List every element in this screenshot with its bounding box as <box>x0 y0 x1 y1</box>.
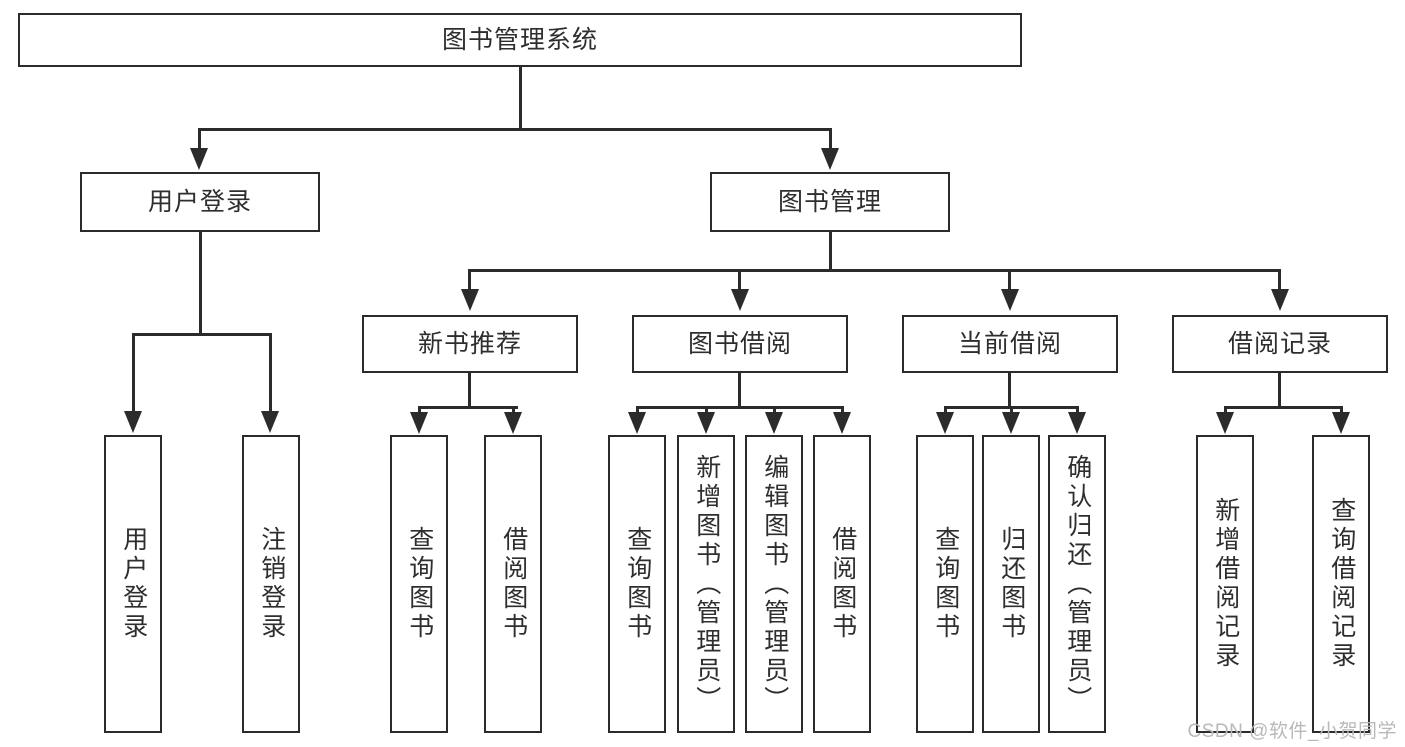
edge-current-borrow-to-leaf-1 <box>1010 406 1013 414</box>
arrow-root-to-book-manage <box>821 148 839 170</box>
arrow-borrow-record-to-leaf-0 <box>1216 412 1234 434</box>
edge-book-manage-to-child-2 <box>1008 269 1011 291</box>
leaf-user-login-1[interactable]: 注销登录 <box>242 435 300 733</box>
edge-new-book-trunk <box>468 373 471 408</box>
node-label: 新书推荐 <box>417 330 522 358</box>
arrow-user-login-to-leaf-1 <box>261 411 279 433</box>
edge-user-login-trunk <box>199 232 202 336</box>
leaf-new-book-recommend-0[interactable]: 查询图书 <box>390 435 448 733</box>
edge-borrow-record-to-leaf-1 <box>1340 406 1343 414</box>
edge-root-bar <box>198 128 832 131</box>
edge-new-book-to-leaf-0 <box>418 406 421 414</box>
node-new-book-recommend[interactable]: 新书推荐 <box>362 315 578 373</box>
edge-book-manage-to-child-3 <box>1278 269 1281 291</box>
edge-book-borrow-trunk <box>738 373 741 408</box>
node-label: 借阅记录 <box>1227 330 1332 358</box>
leaf-book-borrow-1[interactable]: 新增图书（管理员） <box>677 435 735 733</box>
arrow-new-book-to-leaf-0 <box>410 412 428 434</box>
edge-user-login-to-leaf-1 <box>269 333 272 413</box>
node-book-borrow[interactable]: 图书借阅 <box>632 315 848 373</box>
edge-root-to-user-login <box>198 128 201 150</box>
node-label: 用户登录 <box>119 526 148 642</box>
edge-borrow-record-to-leaf-0 <box>1224 406 1227 414</box>
arrow-current-borrow-to-leaf-2 <box>1068 412 1086 434</box>
arrow-book-manage-to-child-0 <box>461 289 479 311</box>
arrow-book-borrow-to-leaf-1 <box>697 412 715 434</box>
arrow-new-book-to-leaf-1 <box>504 412 522 434</box>
node-label: 用户登录 <box>147 188 252 216</box>
edge-book-borrow-to-leaf-1 <box>705 406 708 414</box>
leaf-borrow-record-0[interactable]: 新增借阅记录 <box>1196 435 1254 733</box>
arrow-book-borrow-to-leaf-3 <box>833 412 851 434</box>
edge-borrow-record-trunk <box>1278 373 1281 408</box>
edge-new-book-bar <box>418 406 518 409</box>
node-label: 确认归还（管理员） <box>1063 453 1092 715</box>
edge-book-manage-bar <box>468 269 1280 272</box>
node-label: 查询图书 <box>405 526 434 642</box>
arrow-book-borrow-to-leaf-0 <box>628 412 646 434</box>
csdn-watermark: CSDN @软件_小贺同学 <box>1187 721 1397 742</box>
leaf-new-book-recommend-1[interactable]: 借阅图书 <box>484 435 542 733</box>
edge-new-book-to-leaf-1 <box>512 406 515 414</box>
node-label: 图书借阅 <box>687 330 792 358</box>
edge-user-login-bar <box>133 333 271 336</box>
edge-book-borrow-to-leaf-2 <box>773 406 776 414</box>
node-label: 借阅图书 <box>828 526 857 642</box>
edge-current-borrow-to-leaf-2 <box>1076 406 1079 414</box>
arrow-book-manage-to-child-1 <box>731 289 749 311</box>
node-label: 编辑图书（管理员） <box>760 453 789 715</box>
edge-root-trunk <box>519 67 522 130</box>
node-current-borrow[interactable]: 当前借阅 <box>902 315 1118 373</box>
leaf-book-borrow-3[interactable]: 借阅图书 <box>813 435 871 733</box>
arrow-root-to-user-login <box>190 148 208 170</box>
leaf-current-borrow-0[interactable]: 查询图书 <box>916 435 974 733</box>
leaf-book-borrow-2[interactable]: 编辑图书（管理员） <box>745 435 803 733</box>
leaf-current-borrow-1[interactable]: 归还图书 <box>982 435 1040 733</box>
leaf-book-borrow-0[interactable]: 查询图书 <box>608 435 666 733</box>
node-label: 图书管理系统 <box>441 26 598 54</box>
node-book-manage[interactable]: 图书管理 <box>710 172 950 232</box>
node-label: 新增图书（管理员） <box>692 453 721 715</box>
edge-book-manage-to-child-0 <box>468 269 471 291</box>
leaf-current-borrow-2[interactable]: 确认归还（管理员） <box>1048 435 1106 733</box>
node-user-login[interactable]: 用户登录 <box>80 172 320 232</box>
node-label: 归还图书 <box>997 526 1026 642</box>
arrow-current-borrow-to-leaf-0 <box>936 412 954 434</box>
node-label: 注销登录 <box>257 526 286 642</box>
arrow-book-manage-to-child-3 <box>1271 289 1289 311</box>
node-label: 借阅图书 <box>499 526 528 642</box>
node-label: 新增借阅记录 <box>1211 497 1240 671</box>
leaf-borrow-record-1[interactable]: 查询借阅记录 <box>1312 435 1370 733</box>
arrow-book-borrow-to-leaf-2 <box>765 412 783 434</box>
node-root-system[interactable]: 图书管理系统 <box>18 13 1022 67</box>
node-label: 图书管理 <box>777 188 882 216</box>
edge-root-to-book-manage <box>829 128 832 150</box>
node-label: 查询图书 <box>931 526 960 642</box>
arrow-current-borrow-to-leaf-1 <box>1002 412 1020 434</box>
leaf-user-login-0[interactable]: 用户登录 <box>104 435 162 733</box>
arrow-user-login-to-leaf-0 <box>124 411 142 433</box>
edge-book-borrow-bar <box>636 406 843 409</box>
edge-current-borrow-trunk <box>1008 373 1011 408</box>
node-label: 当前借阅 <box>957 330 1062 358</box>
edge-current-borrow-to-leaf-0 <box>944 406 947 414</box>
edge-book-manage-to-child-1 <box>738 269 741 291</box>
edge-book-borrow-to-leaf-3 <box>841 406 844 414</box>
arrow-book-manage-to-child-2 <box>1001 289 1019 311</box>
arrow-borrow-record-to-leaf-1 <box>1332 412 1350 434</box>
node-borrow-record[interactable]: 借阅记录 <box>1172 315 1388 373</box>
node-label: 查询借阅记录 <box>1327 497 1356 671</box>
node-label: 查询图书 <box>623 526 652 642</box>
edge-user-login-to-leaf-0 <box>132 333 135 413</box>
edge-book-borrow-to-leaf-0 <box>636 406 639 414</box>
edge-borrow-record-bar <box>1224 406 1342 409</box>
edge-book-manage-trunk <box>829 232 832 272</box>
